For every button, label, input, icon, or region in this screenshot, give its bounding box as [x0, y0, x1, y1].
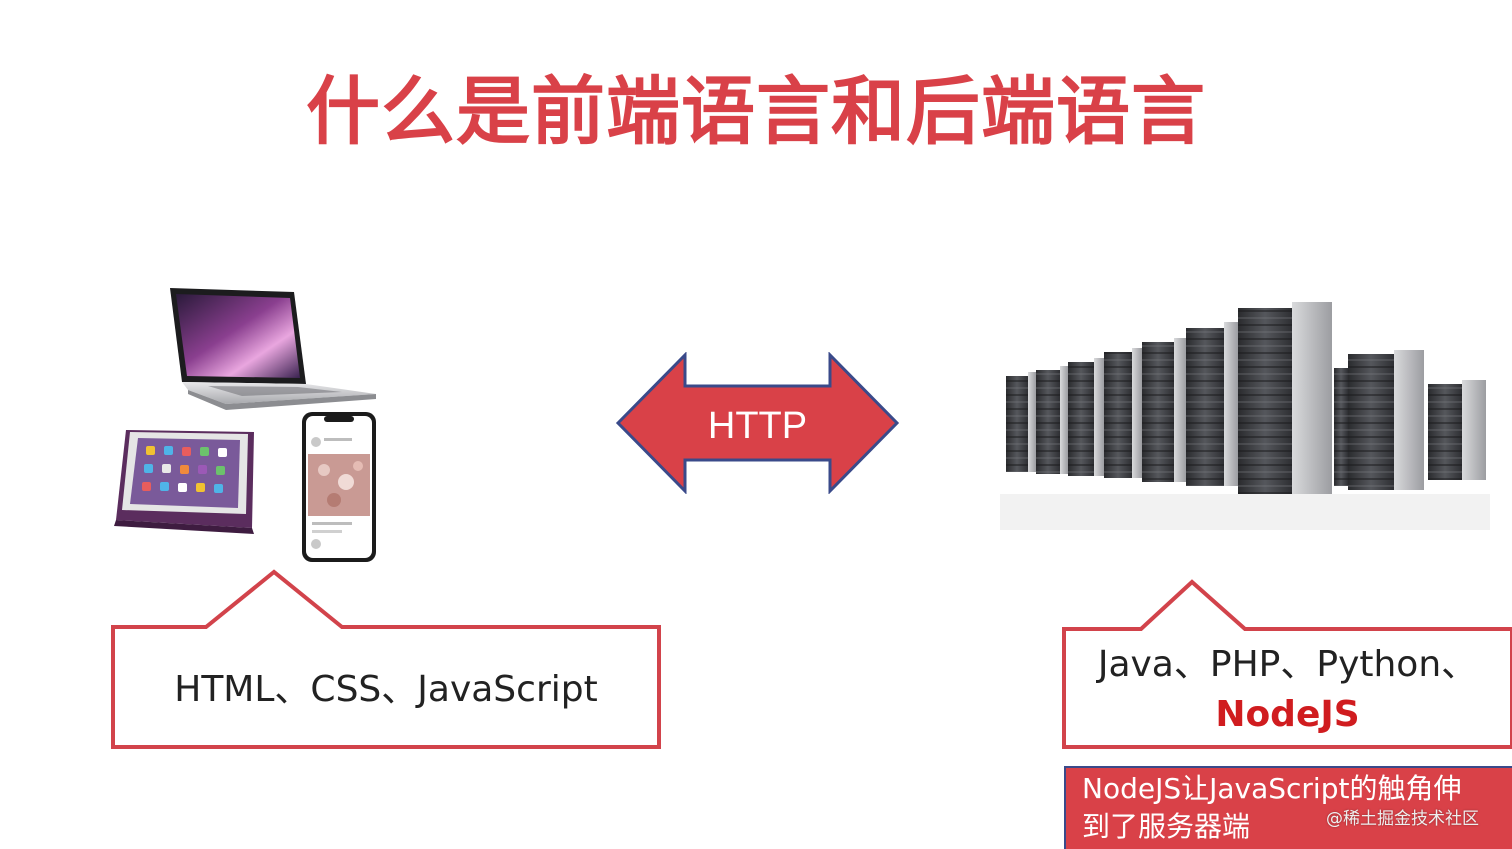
- protocol-label: HTTP: [708, 405, 807, 447]
- smartphone-icon: [302, 412, 376, 562]
- frontend-callout: [111, 569, 661, 749]
- backend-languages-block: Java、PHP、Python、 NodeJS: [1063, 640, 1512, 740]
- note-line-1: NodeJS让JavaScript的触角伸: [1082, 772, 1462, 805]
- server-rack-icon: [1000, 302, 1490, 530]
- client-devices-illustration: [114, 288, 376, 562]
- server-racks-illustration: [1000, 302, 1490, 530]
- frontend-languages: HTML、CSS、JavaScript: [174, 669, 598, 710]
- double-arrow-icon: [615, 352, 900, 494]
- watermark: @稀土掘金技术社区: [1326, 809, 1479, 829]
- nodejs-note-box: [1064, 766, 1512, 849]
- tablet-icon: [114, 430, 254, 534]
- backend-languages: Java、PHP、Python、: [1097, 644, 1478, 685]
- http-double-arrow: HTTP: [615, 352, 900, 494]
- laptop-icon: [170, 288, 376, 410]
- note-line-2: 到了服务器端: [1082, 810, 1251, 843]
- backend-highlight: NodeJS: [1215, 694, 1360, 735]
- slide-title: 什么是前端语言和后端语言: [306, 69, 1206, 155]
- backend-callout: [1062, 579, 1512, 749]
- nodejs-note-text: NodeJS让JavaScript的触角伸 到了服务器端: [1082, 770, 1502, 846]
